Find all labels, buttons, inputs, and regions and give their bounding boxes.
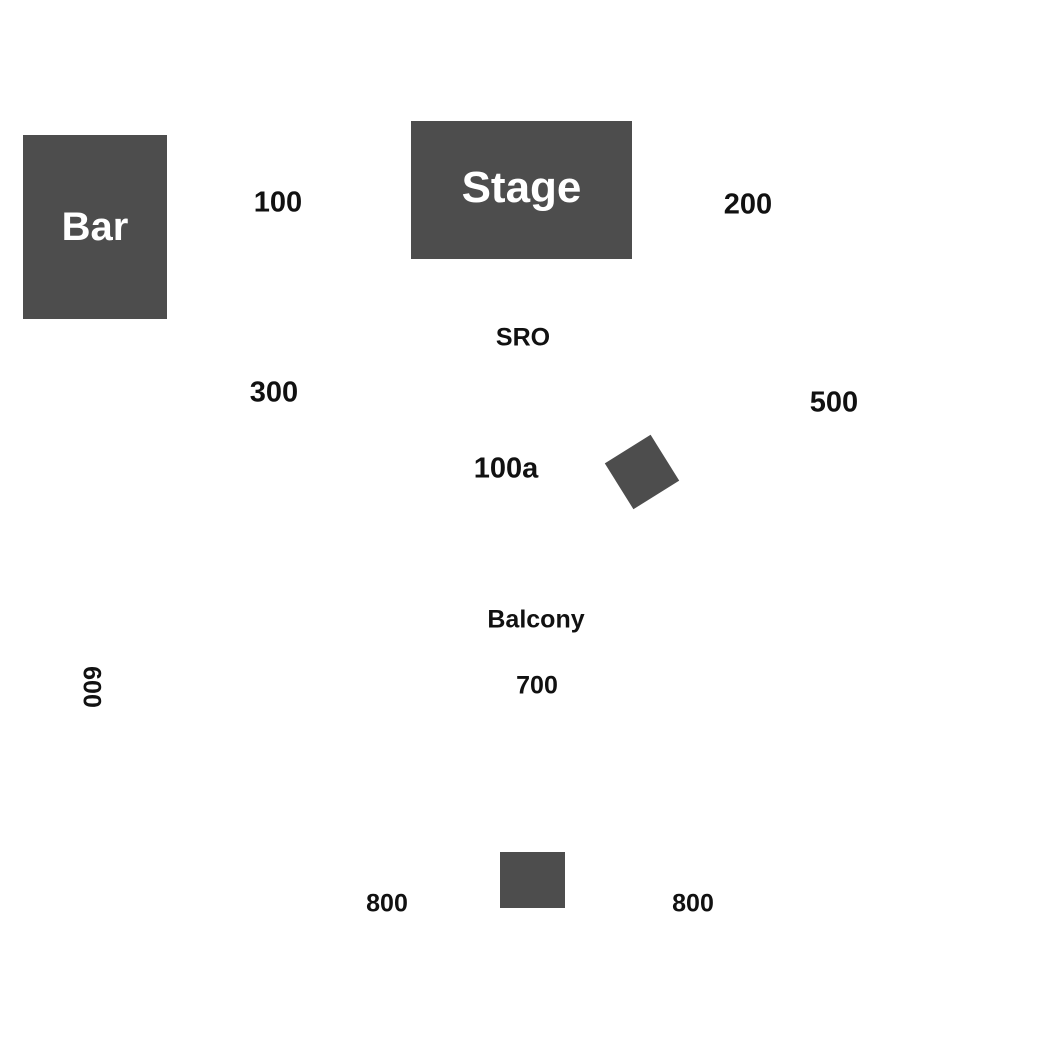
section-800-right-label[interactable]: 800 bbox=[672, 889, 714, 918]
section-600-label[interactable]: 600 bbox=[77, 666, 106, 708]
bar-area[interactable]: Bar bbox=[23, 135, 167, 319]
structure-marker bbox=[500, 852, 565, 908]
section-800-left-label[interactable]: 800 bbox=[366, 889, 408, 918]
sound-booth-marker bbox=[604, 434, 680, 510]
section-sro-label[interactable]: SRO bbox=[495, 323, 551, 352]
section-700-label[interactable]: 700 bbox=[516, 671, 558, 700]
section-500-label[interactable]: 500 bbox=[809, 386, 859, 419]
section-100a-label[interactable]: 100a bbox=[473, 452, 539, 485]
section-100-label[interactable]: 100 bbox=[253, 186, 303, 219]
stage-area[interactable]: Stage bbox=[411, 121, 632, 259]
stage-label: Stage bbox=[461, 163, 582, 212]
bar-label: Bar bbox=[61, 204, 129, 249]
section-balcony-label[interactable]: Balcony bbox=[487, 605, 585, 634]
section-300-label[interactable]: 300 bbox=[249, 376, 299, 409]
section-200-label[interactable]: 200 bbox=[723, 188, 773, 221]
